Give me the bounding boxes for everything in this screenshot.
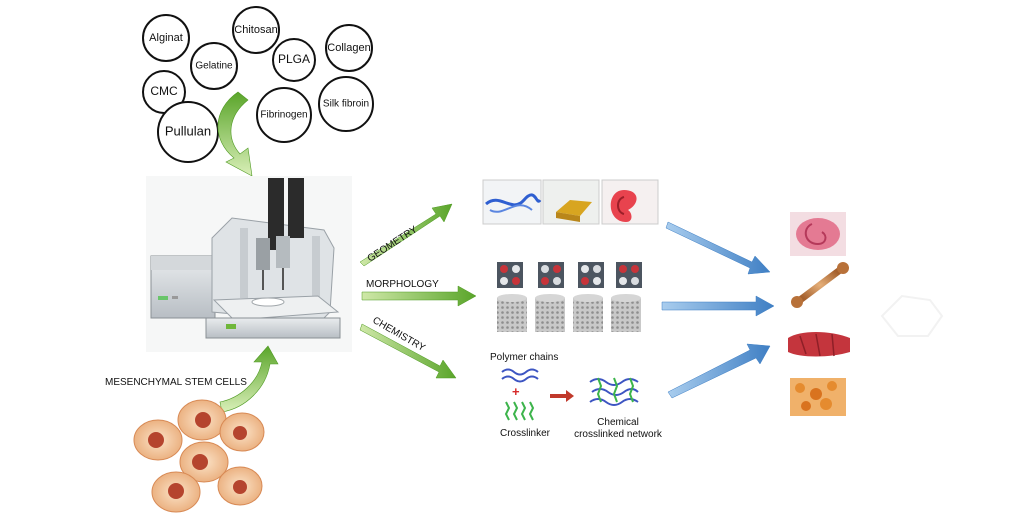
bone-tissue-image bbox=[791, 262, 849, 308]
bubble-cmc: CMC bbox=[142, 70, 186, 114]
faint-watermark-shape bbox=[880, 294, 944, 337]
morphology-images bbox=[497, 262, 642, 332]
reaction-arrow-icon bbox=[550, 390, 574, 402]
printed-ear-image bbox=[601, 179, 659, 225]
bubble-silk-fibroin: Silk fibroin bbox=[318, 76, 374, 132]
bubble-label: CMC bbox=[150, 84, 178, 98]
bubble-fibrinogen: Fibrinogen bbox=[256, 87, 312, 143]
geometry-label: GEOMETRY bbox=[366, 224, 420, 264]
bubble-alginat: Alginat bbox=[142, 14, 190, 62]
bubble-label: Collagen bbox=[327, 42, 370, 54]
muscle-tissue-image bbox=[788, 332, 850, 357]
material-bubbles: Alginat Chitosan Collagen Gelatine PLGA … bbox=[142, 6, 374, 163]
lattice-cube bbox=[497, 262, 523, 288]
porous-cylinder bbox=[573, 294, 603, 332]
bubble-label: Gelatine bbox=[195, 61, 233, 72]
porous-cylinder bbox=[611, 294, 641, 332]
bubble-label: Pullulan bbox=[165, 123, 211, 138]
cells-to-printer-arrow bbox=[219, 345, 279, 413]
porous-cylinder bbox=[535, 294, 565, 332]
polymer-chains-icon bbox=[501, 368, 539, 383]
bubble-chitosan: Chitosan bbox=[232, 6, 280, 54]
blue-arrow-bottom bbox=[667, 343, 771, 399]
lattice-cube bbox=[538, 262, 564, 288]
bubble-plga: PLGA bbox=[272, 38, 316, 82]
bubble-pullulan: Pullulan bbox=[157, 101, 219, 163]
crosslinker-icon bbox=[504, 401, 535, 421]
chemistry-panel: Polymer chains + Crosslinker Chemical cr… bbox=[490, 352, 663, 440]
bubble-label: Silk fibroin bbox=[323, 99, 369, 110]
geometry-images bbox=[482, 179, 659, 225]
vascular-construct-image bbox=[482, 179, 542, 225]
cell bbox=[177, 399, 227, 441]
materials-to-printer-arrow bbox=[217, 91, 253, 177]
bubble-collagen: Collagen bbox=[325, 24, 373, 72]
cell bbox=[179, 441, 229, 483]
stem-cells-image bbox=[133, 399, 265, 513]
bubble-label: Chitosan bbox=[234, 24, 277, 36]
scaffold-block-image bbox=[542, 179, 600, 225]
network-label-line2: crosslinked network bbox=[574, 429, 663, 440]
bioprinter-image bbox=[146, 176, 352, 352]
crosslinker-label: Crosslinker bbox=[500, 428, 551, 439]
cell bbox=[219, 412, 265, 452]
blue-arrow-middle bbox=[661, 295, 775, 317]
bubble-label: Fibrinogen bbox=[260, 110, 307, 121]
blue-arrow-top bbox=[665, 221, 771, 275]
chemistry-arrow: CHEMISTRY bbox=[359, 315, 457, 379]
bubble-label: Alginat bbox=[149, 32, 183, 44]
bubble-gelatine: Gelatine bbox=[190, 42, 238, 90]
cell bbox=[133, 419, 183, 461]
polymer-chains-label: Polymer chains bbox=[490, 352, 558, 363]
plus-sign: + bbox=[512, 384, 520, 399]
lattice-cube bbox=[616, 262, 642, 288]
crosslinked-network-icon bbox=[589, 377, 639, 406]
cell bbox=[151, 471, 201, 513]
porous-cylinder bbox=[497, 294, 527, 332]
geometry-arrow: GEOMETRY bbox=[359, 203, 453, 267]
lattice-cube bbox=[578, 262, 604, 288]
printed-ear-tissue-image bbox=[790, 212, 846, 256]
network-label-line1: Chemical bbox=[597, 417, 639, 428]
morphology-arrow: MORPHOLOGY bbox=[361, 279, 477, 307]
morphology-label: MORPHOLOGY bbox=[366, 279, 439, 290]
bubble-label: PLGA bbox=[278, 52, 310, 66]
cells-label: MESENCHYMAL STEM CELLS bbox=[105, 377, 247, 388]
porous-tissue-image bbox=[790, 378, 846, 416]
cell bbox=[217, 466, 263, 506]
tissue-outcomes bbox=[788, 212, 850, 416]
